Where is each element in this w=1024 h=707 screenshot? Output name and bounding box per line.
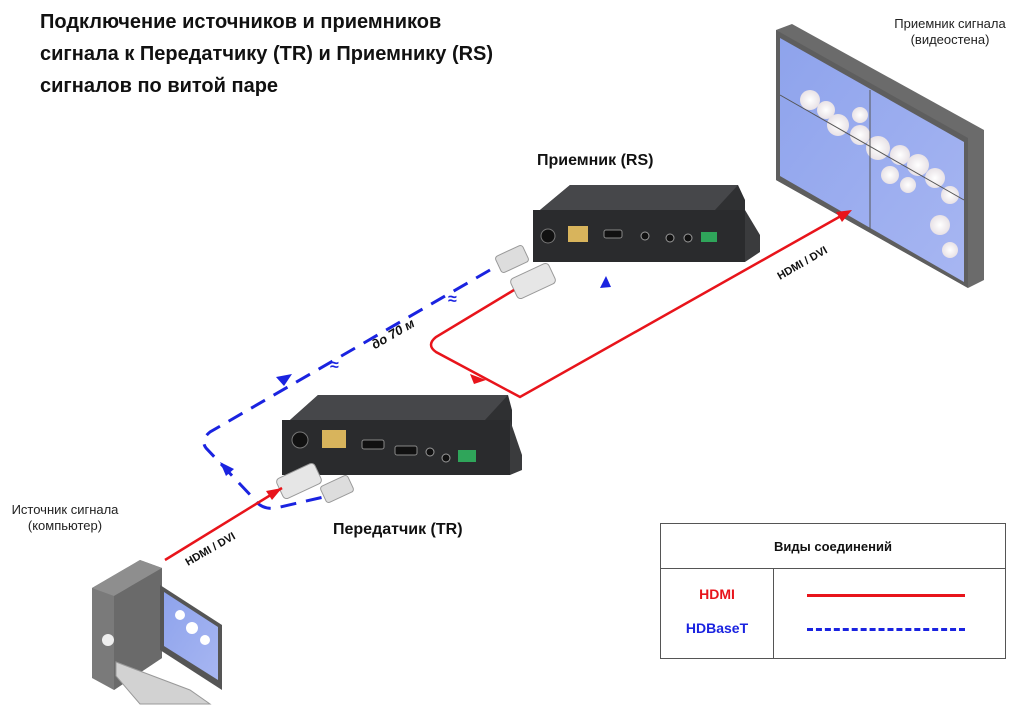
computer — [92, 560, 222, 705]
hdmi-arrow-icon — [266, 488, 282, 500]
hdbaset-arrow-icon — [220, 462, 234, 476]
sink-label-line-1: Приемник сигнала — [894, 16, 1006, 31]
distance-label: до 70 м — [369, 315, 418, 352]
receiver-device — [533, 185, 760, 262]
wall-flowers-icon — [800, 90, 959, 258]
transmitter-label: Передатчик (TR) — [333, 521, 463, 538]
hdbaset-cable — [202, 268, 491, 510]
break-symbol: ≈ — [330, 357, 339, 374]
legend-swatch-hdmi — [807, 594, 965, 597]
cable-label-sink: HDMI / DVI — [776, 244, 830, 282]
source-label: Источник сигнала (компьютер) — [0, 502, 130, 534]
source-label-line-2: (компьютер) — [27, 518, 103, 533]
receiver-label: Приемник (RS) — [537, 152, 654, 169]
legend-label-hdbaset: HDBaseT — [685, 620, 749, 636]
diagram-title: Подключение источников и приемников сигн… — [40, 6, 600, 102]
connection-legend: Виды соединений HDMI HDBaseT — [660, 523, 1006, 659]
hdbaset-arrow-icon — [276, 374, 292, 386]
hdmi-arrow-icon — [836, 210, 852, 222]
hdmi-cable-sink — [429, 210, 849, 399]
connectors — [276, 244, 556, 504]
title-line-1: Подключение источников и приемников — [40, 11, 442, 33]
transmitter-device — [282, 395, 522, 475]
break-symbol: ≈ — [448, 291, 457, 308]
title-line-3: сигналов по витой паре — [40, 75, 279, 97]
video-wall — [776, 24, 984, 288]
hdmi-cable-source — [164, 486, 283, 562]
title-line-2: сигнала к Передатчику (TR) и Приемнику (… — [40, 43, 494, 65]
hdmi-arrow-icon — [470, 374, 486, 384]
legend-swatch-hdbaset — [807, 628, 965, 631]
sink-label-line-2: (видеостена) — [910, 32, 990, 47]
sink-label: Приемник сигнала (видеостена) — [870, 16, 1024, 48]
hdbaset-arrow-icon — [600, 276, 611, 288]
legend-label-hdmi: HDMI — [699, 586, 735, 602]
source-label-line-1: Источник сигнала — [11, 502, 119, 517]
cable-label-source: HDMI / DVI — [184, 530, 238, 568]
legend-title: Виды соединений — [661, 524, 1005, 569]
legend-divider — [773, 568, 774, 658]
